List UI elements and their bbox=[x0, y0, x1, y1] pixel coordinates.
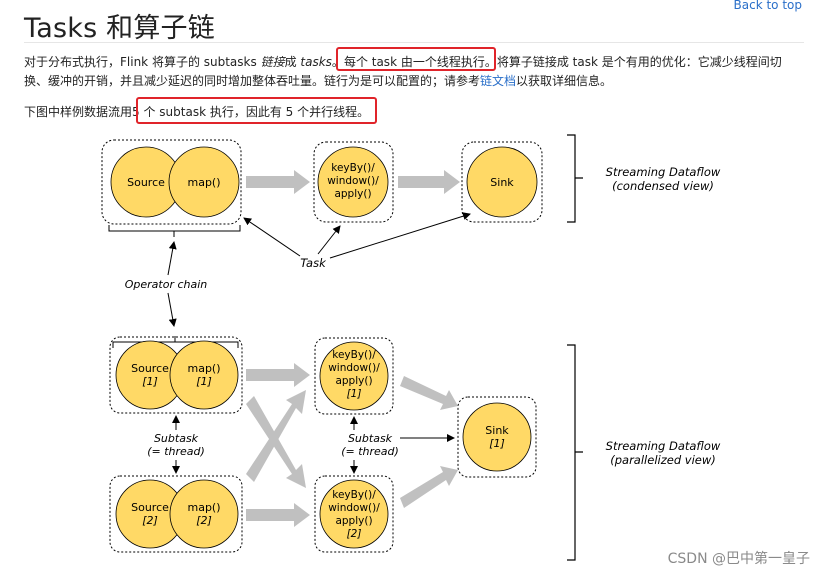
task-box-keyby-condensed bbox=[313, 141, 394, 223]
sink-label-1: Sink bbox=[485, 424, 509, 437]
map-label-1: map() bbox=[187, 362, 220, 375]
operator-chain-arrow-down bbox=[167, 292, 177, 327]
condensed-subtitle: (condensed view) bbox=[612, 179, 714, 193]
back-to-top-link[interactable]: Back to top bbox=[733, 0, 802, 12]
bracket-condensed bbox=[567, 134, 583, 223]
keyby-label-condensed-3: apply() bbox=[334, 188, 371, 200]
thread-label-left: (= thread) bbox=[147, 445, 205, 458]
dataflow-paragraph: 下图中样例数据流用5 个 subtask 执行，因此有 5 个并行线程。 bbox=[24, 103, 369, 122]
title-divider bbox=[24, 42, 804, 43]
source-index-1: [1] bbox=[142, 375, 158, 388]
para2-highlight-text: 5 个 subtask 执行，因此有 5 个并行线程。 bbox=[132, 105, 370, 119]
source-label-condensed: Source bbox=[127, 176, 165, 189]
flow-arrow-cross-up bbox=[246, 390, 306, 482]
source-index-2: [2] bbox=[142, 514, 158, 527]
operator-chain-label: Operator chain bbox=[125, 278, 208, 291]
sink-label-condensed: Sink bbox=[490, 176, 514, 189]
page-title: Tasks 和算子链 bbox=[24, 13, 215, 44]
flow-arrow-top-straight bbox=[246, 363, 310, 387]
keyby-node-1 bbox=[319, 341, 389, 411]
task-label: Task bbox=[300, 256, 327, 270]
highlight-box-thread bbox=[336, 47, 496, 71]
csdn-watermark: CSDN @巴中第一皇子 bbox=[667, 551, 810, 567]
keyby-index-1: [1] bbox=[347, 388, 362, 400]
task-arrow-right bbox=[329, 212, 471, 259]
keyby-label-1-b: window()/ bbox=[328, 362, 380, 374]
keyby-label-2-a: keyBy()/ bbox=[332, 489, 376, 501]
subtask-label-mid: Subtask bbox=[348, 432, 393, 445]
keyby-label-1-a: keyBy()/ bbox=[332, 349, 376, 361]
intro-paragraph: 对于分布式执行，Flink 将算子的 subtasks 链接成 tasks。每个… bbox=[24, 53, 804, 91]
task-box-source-map-2 bbox=[109, 475, 243, 553]
sink-index-1: [1] bbox=[489, 437, 505, 450]
flow-arrow-bottom-straight bbox=[246, 503, 310, 527]
keyby-label-2-c: apply() bbox=[335, 515, 372, 527]
map-node-2 bbox=[169, 479, 239, 549]
flow-arrow-to-sink-bottom bbox=[400, 466, 458, 508]
keyby-node-2 bbox=[319, 479, 389, 549]
task-box-sink-1 bbox=[457, 396, 537, 478]
source-label-2: Source bbox=[131, 501, 169, 514]
bracket-parallel bbox=[567, 344, 583, 561]
keyby-node-condensed bbox=[317, 146, 389, 218]
para1-highlight-text: 每个 task 由一个线程执行。 bbox=[343, 55, 497, 69]
map-label-2: map() bbox=[187, 501, 220, 514]
task-box-sink-condensed bbox=[461, 141, 543, 223]
chain-docs-link[interactable]: 链文档 bbox=[480, 74, 517, 88]
flow-arrow-condensed-2 bbox=[398, 170, 460, 194]
map-index-1: [1] bbox=[196, 375, 212, 388]
map-node-condensed bbox=[168, 146, 240, 218]
task-box-source-map-1 bbox=[109, 336, 243, 414]
map-index-2: [2] bbox=[196, 514, 212, 527]
para1-text-a: 对于分布式执行，Flink 将算子的 subtasks bbox=[24, 55, 261, 69]
flow-arrow-condensed-1 bbox=[246, 170, 310, 194]
keyby-label-1-c: apply() bbox=[335, 375, 372, 387]
para2-text-a: 下图中样例数据流用 bbox=[24, 105, 133, 119]
chain-bracket-parallel bbox=[112, 336, 239, 348]
flow-arrow-to-sink-top bbox=[400, 376, 458, 410]
keyby-label-condensed-2: window()/ bbox=[327, 175, 379, 187]
condensed-title: Streaming Dataflow bbox=[606, 165, 721, 179]
keyby-label-condensed-1: keyBy()/ bbox=[331, 162, 375, 174]
task-arrow-left bbox=[243, 217, 301, 257]
map-label-condensed: map() bbox=[187, 176, 220, 189]
map-node-1 bbox=[169, 340, 239, 410]
para1-text-b: 成 bbox=[284, 55, 301, 69]
highlight-box-parallel bbox=[136, 97, 377, 124]
operator-chain-arrow-up bbox=[167, 241, 177, 276]
parallel-title: Streaming Dataflow bbox=[606, 439, 721, 453]
para1-text-e: 以获取详细信息。 bbox=[516, 74, 613, 88]
task-box-source-map-condensed bbox=[101, 139, 242, 225]
thread-label-mid: (= thread) bbox=[341, 445, 399, 458]
chain-bracket-condensed bbox=[108, 225, 241, 237]
para1-chain-em: 链接 bbox=[260, 55, 285, 69]
keyby-label-2-b: window()/ bbox=[328, 502, 380, 514]
para1-tasks-em: tasks bbox=[300, 55, 332, 69]
keyby-index-2: [2] bbox=[347, 528, 362, 540]
parallel-subtitle: (parallelized view) bbox=[610, 453, 716, 467]
task-arrow-mid bbox=[317, 225, 341, 255]
task-box-keyby-2 bbox=[314, 475, 394, 553]
subtask-label-left: Subtask bbox=[154, 432, 199, 445]
task-box-keyby-1 bbox=[314, 337, 394, 415]
sink-node-condensed bbox=[466, 146, 538, 218]
sink-node-1 bbox=[462, 402, 532, 472]
source-label-1: Source bbox=[131, 362, 169, 375]
para1-text-d: 将算子链接成 task 是个有用的优化：它减少线程间切换、缓冲的开销，并且减少延… bbox=[24, 55, 782, 88]
